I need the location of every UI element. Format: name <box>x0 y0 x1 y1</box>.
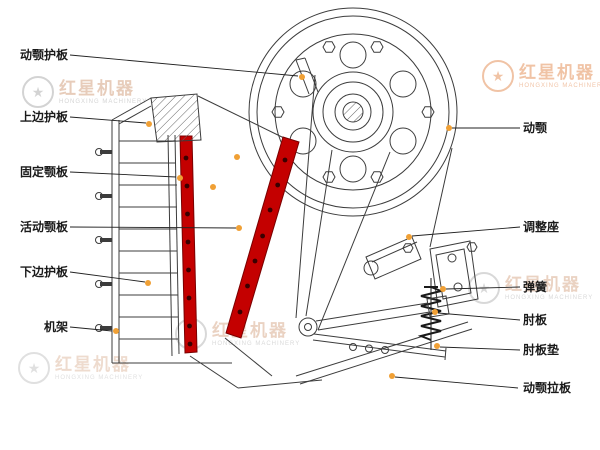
moving-jaw-body <box>197 57 453 337</box>
watermark-brand-cn: 红星机器 <box>55 354 131 374</box>
label-movable-jaw-plate: 活动颚板 <box>19 220 68 234</box>
label-lower-side-guard-plate: 下边护板 <box>19 265 68 279</box>
watermark-brand-cn: 红星机器 <box>59 78 135 98</box>
watermark-brand-cn: 红星机器 <box>519 62 595 82</box>
fixed-jaw-plate <box>179 135 198 354</box>
hongxing-star-logo-icon: ★ <box>22 76 54 108</box>
label-toggle-plate: 肘板 <box>523 313 548 327</box>
hongxing-star-logo-icon: ★ <box>18 352 50 384</box>
spring <box>417 278 445 350</box>
adjusting-seat <box>363 236 479 308</box>
watermark-brand-en: HONGXING MACHINERY <box>212 340 301 347</box>
toggle-and-tension-rod <box>312 295 450 361</box>
label-moving-jaw-guard-plate: 动颚护板 <box>19 48 68 62</box>
frame-left-wall <box>95 93 202 363</box>
label-spring: 弹簧 <box>523 280 548 294</box>
label-frame: 机架 <box>43 320 68 334</box>
watermark-logo: ★ 红星机器 HONGXING MACHINERY <box>22 76 147 108</box>
watermark-brand-en: HONGXING MACHINERY <box>59 98 148 105</box>
callout-dots <box>113 74 452 379</box>
watermark-brand-en: HONGXING MACHINERY <box>55 374 144 381</box>
label-upper-side-guard-plate: 上边护板 <box>19 110 68 124</box>
hongxing-star-logo-icon: ★ <box>482 60 514 92</box>
label-adjusting-seat: 调整座 <box>523 220 560 234</box>
watermark-brand-en: HONGXING MACHINERY <box>505 294 594 301</box>
watermark-logo: ★ 红星机器 HONGXING MACHINERY <box>18 352 143 384</box>
frame-bottom <box>112 321 473 389</box>
label-moving-jaw: 动颚 <box>523 121 548 135</box>
watermark-brand-cn: 红星机器 <box>505 274 581 294</box>
label-fixed-jaw-plate: 固定颚板 <box>19 165 68 179</box>
label-moving-jaw-tension-rod: 动颚拉板 <box>523 381 572 395</box>
movable-jaw-plate <box>225 136 300 339</box>
label-toggle-plate-pad: 肘板垫 <box>523 343 560 357</box>
leader-lines <box>69 54 521 389</box>
watermark-logo: ★ 红星机器 HONGXING MACHINERY <box>482 60 600 92</box>
watermark-brand-en: HONGXING MACHINERY <box>519 82 600 89</box>
